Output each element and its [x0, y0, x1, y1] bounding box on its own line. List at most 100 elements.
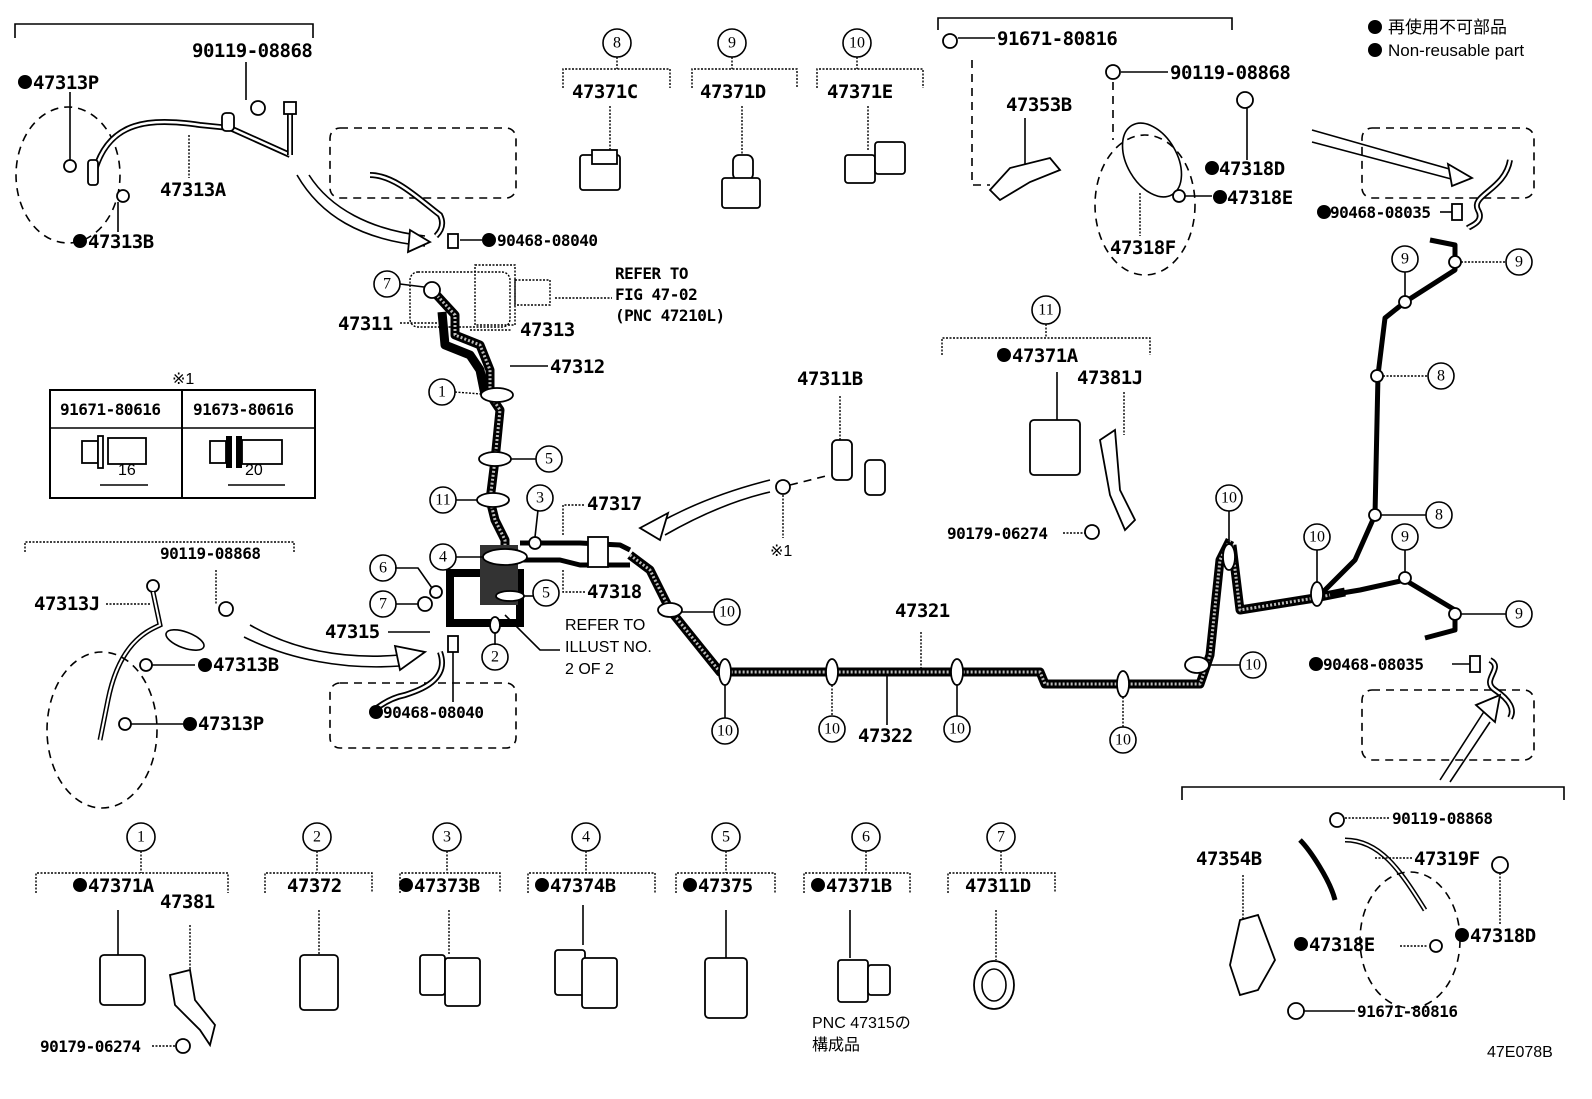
bottom-clip-group-4: 4 47374B [527, 822, 656, 1009]
svg-text:5: 5 [542, 585, 550, 602]
svg-text:7: 7 [379, 596, 387, 613]
part-label[interactable]: 47313B [88, 231, 154, 253]
part-label[interactable]: 90468-08040 [497, 231, 598, 250]
union-fitting [587, 536, 609, 568]
nut-icon [175, 1038, 191, 1054]
refer-illust-line1: REFER TO [565, 617, 645, 634]
part-label[interactable]: 90119-08868 [160, 544, 261, 563]
part-label[interactable]: 90119-08868 [1170, 62, 1291, 84]
part-label[interactable]: 90179-06274 [40, 1037, 141, 1056]
part-label[interactable]: 47312 [550, 356, 605, 378]
part-label[interactable]: 90179-06274 [947, 524, 1048, 543]
part-label[interactable]: 47354B [1196, 848, 1262, 870]
part-label[interactable]: 47311 [338, 313, 393, 335]
ref-9: 9 [1391, 245, 1419, 296]
part-label[interactable]: 47319F [1414, 848, 1480, 870]
part-label[interactable]: 47371A [1012, 345, 1079, 367]
detail-box [1361, 689, 1535, 761]
part-label[interactable]: 91671-80816 [1357, 1002, 1458, 1021]
group-11: 11 47371A 47381J 90179-06274 [941, 295, 1151, 543]
nonreusable-dot-icon [369, 705, 383, 719]
grommet-47311d-icon [973, 960, 1015, 1010]
clamp-47311b: 47311B ※1 [638, 368, 886, 560]
bolt-icon [1105, 64, 1121, 80]
actuator-outline [409, 271, 511, 328]
nonreusable-dot-icon [1368, 20, 1382, 34]
top-clip-group-9: 9 47371D [691, 28, 798, 209]
svg-text:10: 10 [1245, 657, 1261, 674]
part-label[interactable]: 47375 [698, 875, 753, 897]
refer-fig-line3: (PNC 47210L) [615, 306, 725, 325]
part-label[interactable]: 90468-08035 [1323, 655, 1424, 674]
part-label[interactable]: 47321 [895, 600, 950, 622]
ref-1: 1 [428, 378, 482, 406]
part-label[interactable]: 47313P [33, 72, 99, 94]
part-label[interactable]: 47318 [587, 581, 642, 603]
ref-number: 9 [728, 35, 736, 52]
part-label[interactable]: 90119-08868 [192, 40, 313, 62]
part-label[interactable]: 47318E [1227, 187, 1293, 209]
part-label[interactable]: 47371D [700, 81, 766, 103]
part-label[interactable]: 90468-08035 [1330, 203, 1431, 222]
svg-text:1: 1 [438, 384, 446, 401]
part-label[interactable]: 47353B [1006, 94, 1072, 116]
svg-text:9: 9 [1515, 606, 1523, 623]
svg-text:10: 10 [719, 604, 735, 621]
part-label[interactable]: 47318D [1219, 158, 1285, 180]
group-bracket [937, 17, 1233, 30]
part-label[interactable]: 47322 [858, 725, 913, 747]
clamp-icon [831, 439, 853, 481]
svg-text:7: 7 [997, 829, 1005, 846]
svg-text:10: 10 [1221, 490, 1237, 507]
svg-text:16: 16 [118, 462, 136, 479]
clip-47375-icon [704, 957, 748, 1019]
part-label[interactable]: 47381J [1077, 367, 1143, 389]
part-label[interactable]: 47371C [572, 81, 638, 103]
clip-47373b-icon [419, 954, 446, 996]
svg-text:8: 8 [1437, 368, 1445, 385]
bracket-47354b-icon [1229, 913, 1276, 997]
part-label[interactable]: 47371A [88, 875, 155, 897]
grommet-7 [423, 281, 441, 299]
nonreusable-dot-icon [198, 658, 212, 672]
part-label[interactable]: 47313 [520, 319, 575, 341]
part-label[interactable]: 47371E [827, 81, 893, 103]
part-label[interactable]: 47311B [797, 368, 863, 390]
svg-text:9: 9 [1401, 529, 1409, 546]
part-label[interactable]: 47373B [414, 875, 480, 897]
screw-icon [775, 479, 791, 495]
detail-box [329, 127, 517, 199]
part-label[interactable]: 47318D [1470, 925, 1536, 947]
clip-icon [447, 635, 459, 653]
part-label[interactable]: 47315 [325, 621, 380, 643]
svg-text:10: 10 [824, 721, 840, 738]
clamp-2 [489, 616, 501, 634]
clamp-5-lower [495, 590, 525, 602]
part-label[interactable]: 47317 [587, 493, 642, 515]
svg-text:4: 4 [439, 549, 447, 566]
brake-line-system: 47311 47313 47312 REFER TO FIG 47-02 (PN… [325, 237, 1462, 747]
clamp-5 [478, 451, 512, 467]
part-label[interactable]: 90468-08040 [383, 703, 484, 722]
part-label[interactable]: 47313A [160, 179, 227, 201]
part-label[interactable]: 47313B [213, 654, 279, 676]
part-label[interactable]: 47374B [550, 875, 616, 897]
arrow-head-icon [638, 511, 670, 542]
svg-text:11: 11 [435, 492, 450, 509]
svg-text:6: 6 [379, 560, 387, 577]
part-label[interactable]: 47313P [198, 713, 264, 735]
part-label[interactable]: 47311D [965, 875, 1031, 897]
ref-7-top: 7 [373, 270, 425, 298]
part-label[interactable]: 47318E [1309, 934, 1375, 956]
nonreusable-dot-icon [73, 878, 87, 892]
wheel-outline [46, 651, 158, 809]
part-label[interactable]: 47371B [826, 875, 892, 897]
part-label[interactable]: 47381 [160, 891, 215, 913]
part-label[interactable]: 47313J [34, 593, 100, 615]
part-label[interactable]: 91671-80816 [997, 28, 1118, 50]
svg-text:10: 10 [717, 723, 733, 740]
part-label[interactable]: 47372 [287, 875, 342, 897]
part-label[interactable]: 47318F [1110, 237, 1176, 259]
part-label[interactable]: 90119-08868 [1392, 809, 1493, 828]
